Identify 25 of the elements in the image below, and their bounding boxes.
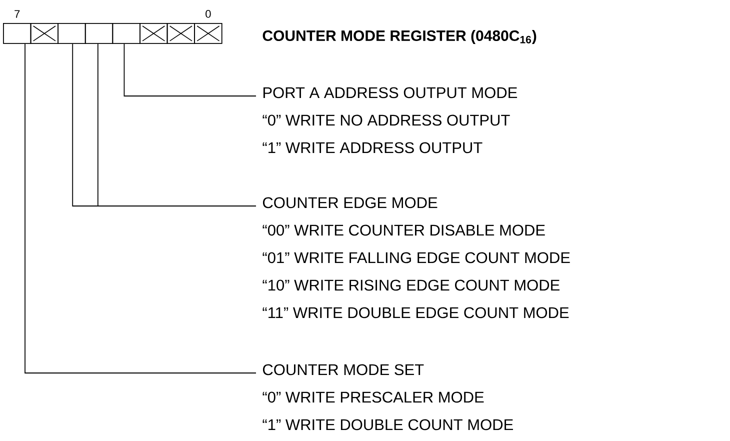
mode-option: “11” WRITE DOUBLE EDGE COUNT MODE — [262, 307, 569, 318]
mode-option: “10” WRITE RISING EDGE COUNT MODE — [262, 280, 560, 291]
crossed-bit-cell — [194, 23, 222, 44]
bit-cell — [112, 23, 140, 44]
mode-option: “0” WRITE NO ADDRESS OUTPUT — [262, 114, 510, 126]
mode-heading: PORT A ADDRESS OUTPUT MODE — [263, 87, 518, 98]
mode-option: “01” WRITE FALLING EDGE COUNT MODE — [262, 252, 570, 264]
leader-line — [24, 43, 256, 374]
bit-cell — [84, 23, 114, 44]
bit-cell — [58, 23, 86, 44]
mode-heading: COUNTER MODE SET — [263, 364, 424, 376]
leader-line — [72, 43, 256, 206]
leader-line — [124, 43, 256, 96]
bit-number: 7 — [14, 10, 20, 18]
register-title: COUNTER MODE REGISTER (0480C$_{16}$) — [262, 30, 536, 44]
mode-option: “00” WRITE COUNTER DISABLE MODE — [262, 224, 545, 236]
crossed-bit-cell — [30, 23, 59, 44]
mode-option: “0” WRITE PRESCALER MODE — [262, 392, 484, 403]
mode-option: “1” WRITE DOUBLE COUNT MODE — [262, 419, 513, 430]
bit-cell — [3, 23, 32, 44]
crossed-bit-cell — [166, 23, 195, 44]
mode-heading: COUNTER EDGE MODE — [263, 197, 438, 208]
crossed-bit-cell — [140, 23, 168, 44]
bit-number: 0 — [206, 10, 211, 18]
mode-option: “1” WRITE ADDRESS OUTPUT — [262, 142, 482, 154]
